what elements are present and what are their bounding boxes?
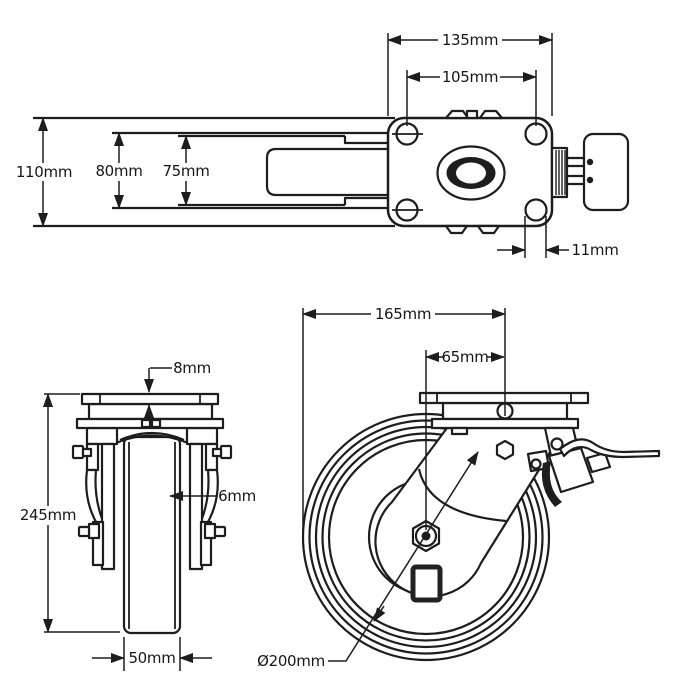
- dim-label-bracket-width: 80mm: [95, 162, 142, 180]
- dim-label-wheel-diameter: Ø200mm: [257, 652, 325, 670]
- bolt: [219, 444, 233, 460]
- top-view-wheel: [265, 147, 394, 197]
- top-view-bracket: [33, 116, 395, 228]
- dim-label-inner-width: 75mm: [162, 162, 209, 180]
- side-view-dimensions: 165mm 65mm Ø200mm: [257, 305, 506, 670]
- bolt: [203, 522, 217, 540]
- tyre-crown: [115, 434, 189, 445]
- front-view-left-leg: [71, 426, 119, 571]
- diameter-leader: [328, 451, 479, 662]
- swivel-ring: [436, 145, 506, 201]
- rod-pin: [586, 158, 594, 166]
- dim-label-plate-length: 135mm: [442, 31, 498, 49]
- tyre-crown: [119, 431, 185, 442]
- pivot-pin: [550, 437, 564, 451]
- bolt-washer: [213, 525, 227, 538]
- bolt-washer: [81, 447, 93, 458]
- front-view: 245mm 8mm 6mm 50mm: [18, 359, 256, 671]
- side-view-brake: [526, 426, 661, 507]
- dim-label-hole-spacing: 105mm: [442, 68, 498, 86]
- dim-label-plate-thickness: 8mm: [173, 359, 211, 377]
- brake-pedal: [582, 132, 630, 212]
- front-view-dimensions: 245mm 8mm 6mm 50mm: [18, 359, 256, 671]
- top-plate: [418, 391, 590, 405]
- dim-label-overall-length: 165mm: [375, 305, 431, 323]
- top-view-dimensions: 135mm 105mm 110mm 80mm 75mm 11mm: [16, 31, 619, 259]
- plate-tab: [444, 224, 469, 235]
- dim-label-wheel-width: 50mm: [128, 649, 175, 667]
- pivot-pin: [530, 458, 542, 470]
- top-view-brake: [550, 132, 630, 212]
- plate-tab: [444, 109, 470, 120]
- brake-lever: [558, 438, 661, 459]
- front-view-right-leg: [185, 426, 233, 571]
- dim-label-leg-thickness: 6mm: [218, 487, 256, 505]
- fork-bolt: [495, 439, 515, 461]
- dim-label-overall-height: 245mm: [20, 506, 76, 524]
- top-view: 135mm 105mm 110mm 80mm 75mm 11mm: [16, 31, 630, 259]
- bolt: [87, 522, 101, 540]
- rod-pin: [586, 176, 594, 184]
- bolt-hole: [524, 122, 548, 146]
- brake-pin-slot: [410, 564, 443, 603]
- bolt-hole: [524, 198, 548, 222]
- spring-coils: [555, 150, 566, 195]
- plate-tab: [465, 109, 479, 120]
- bolt-washer: [77, 525, 91, 538]
- brake-shade: [541, 461, 562, 507]
- bolt-washer: [211, 447, 223, 458]
- top-plate: [80, 392, 220, 406]
- brake-rod: [565, 174, 587, 186]
- front-view-plate-stack: [75, 392, 225, 430]
- bolt: [71, 444, 85, 460]
- plate-tab: [478, 109, 504, 120]
- fork-bend-line: [417, 468, 507, 523]
- kingpin: [140, 418, 152, 429]
- brake-shoe: [547, 446, 595, 494]
- plate-tab: [476, 224, 501, 235]
- brake-rod: [565, 156, 587, 168]
- brake-bolt: [585, 451, 612, 474]
- front-view-wheel: [115, 431, 189, 635]
- side-view-fork: [374, 426, 567, 598]
- dim-label-swivel-offset: 65mm: [441, 348, 488, 366]
- top-view-mounting-plate: [386, 109, 554, 235]
- dim-label-hole-diameter: 11mm: [571, 241, 618, 259]
- kingpin: [150, 418, 162, 429]
- side-view: 165mm 65mm Ø200mm: [257, 305, 661, 670]
- dim-label-overall-width: 110mm: [16, 163, 72, 181]
